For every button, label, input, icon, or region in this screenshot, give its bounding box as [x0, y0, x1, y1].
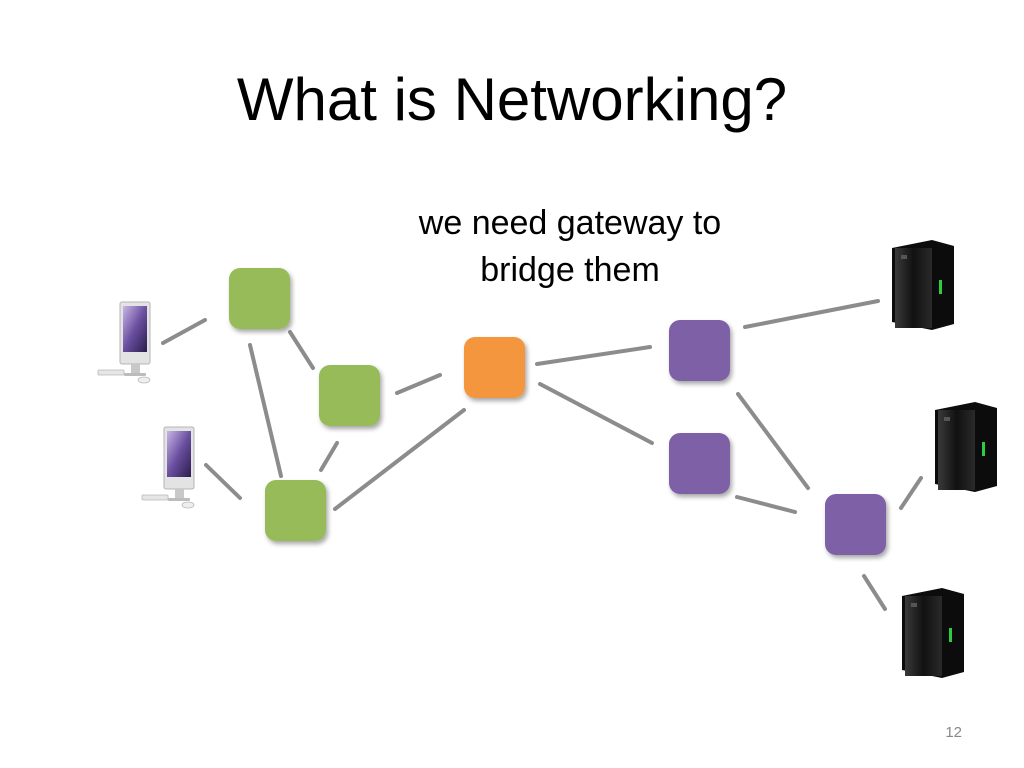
annotation-line-2: bridge them [480, 251, 660, 289]
router-b1 [669, 320, 730, 381]
gateway-router [464, 337, 525, 398]
desktop-computer-icon [97, 301, 151, 384]
router-b3 [825, 494, 886, 555]
slide-title: What is Networking? [236, 66, 788, 133]
router-a2 [319, 365, 380, 426]
link-routera1-routera2 [288, 330, 315, 370]
link-computer1-routera1 [161, 318, 207, 345]
link-routerb1-routerb3 [736, 392, 810, 490]
link-gateway-routerb2 [538, 382, 654, 445]
link-routerb2-routerb3 [735, 495, 797, 514]
annotation-line-1: we need gateway to [418, 204, 722, 242]
link-routera2-gateway [395, 373, 442, 395]
router-a3 [265, 480, 326, 541]
link-routerb1-server1 [743, 299, 880, 329]
router-a1 [229, 268, 290, 329]
link-routera1-routera3 [248, 343, 283, 478]
server-tower-icon [902, 588, 964, 678]
link-routera3-gateway [333, 408, 466, 511]
network-a-routers [229, 268, 380, 541]
page-number: 12 [945, 724, 962, 741]
link-routerb3-server3 [862, 574, 887, 611]
network-links [161, 299, 923, 611]
link-gateway-routerb1 [535, 345, 652, 366]
router-b2 [669, 433, 730, 494]
network-b-routers [669, 320, 886, 555]
link-computer2-routera3 [204, 463, 242, 500]
link-routerb3-server2 [899, 476, 923, 510]
server-tower-icon [935, 402, 997, 492]
server-tower-icon [892, 240, 954, 330]
gateway-annotation: we need gateway to bridge them [360, 200, 780, 294]
desktop-computer-icon [141, 426, 195, 509]
link-routera2-routera3 [319, 441, 339, 472]
